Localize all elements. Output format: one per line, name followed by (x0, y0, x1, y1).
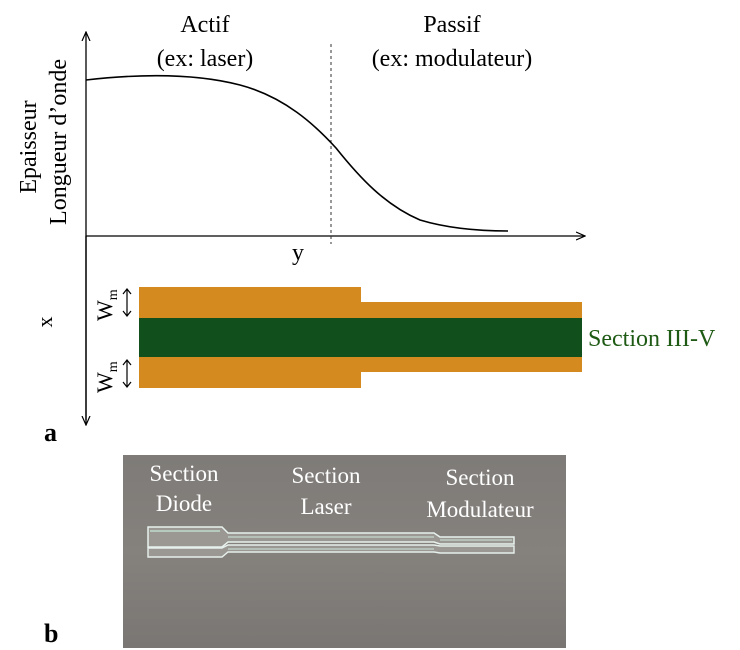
ylabel-wavelength: Longueur d’onde (46, 59, 72, 225)
svg-text:Wm: Wm (92, 361, 121, 393)
thickness-profile-curve (85, 74, 509, 232)
photo-label-laser-line1: Section (292, 463, 361, 488)
wm-top-w: W (92, 300, 117, 321)
region-left-title: Actif (180, 12, 229, 38)
section-iii-v-label: Section III-V (588, 326, 716, 352)
region-left-subtitle: (ex: laser) (157, 46, 254, 72)
ylabel-thickness: Epaisseur (16, 100, 42, 193)
panel-b: Section Diode Section Laser Section Modu… (44, 455, 566, 648)
core-layer (139, 318, 582, 357)
wm-bottom-label: Wm (92, 361, 121, 393)
waveguide-structure (139, 287, 582, 388)
region-right-title: Passif (423, 12, 480, 38)
cladding-bottom (139, 357, 582, 388)
photo-label-diode-line1: Section (150, 461, 219, 486)
wm-bottom-arrow (122, 359, 132, 388)
photo-label-modulator-line1: Section (446, 465, 515, 490)
photo-label-diode-line2: Diode (156, 491, 212, 516)
x-axis-label: y (292, 240, 304, 266)
device-image (147, 526, 515, 558)
panel-b-letter: b (44, 619, 58, 648)
region-right-subtitle: (ex: modulateur) (372, 46, 533, 72)
panel-a-letter: a (44, 418, 57, 447)
panel-a: Actif (ex: laser) Passif (ex: modulateur… (16, 12, 716, 447)
wm-top-arrow (122, 288, 132, 317)
wm-top-subscript: m (106, 289, 121, 300)
svg-text:Wm: Wm (92, 289, 121, 321)
photo-label-modulator-line2: Modulateur (426, 497, 534, 522)
vertical-axis-label: x (32, 317, 57, 328)
wm-bottom-subscript: m (106, 361, 121, 372)
wm-bottom-w: W (92, 372, 117, 393)
device-lower-edge (147, 544, 515, 558)
photo-label-laser-line2: Laser (300, 494, 351, 519)
wm-top-label: Wm (92, 289, 121, 321)
cladding-top (139, 287, 582, 318)
